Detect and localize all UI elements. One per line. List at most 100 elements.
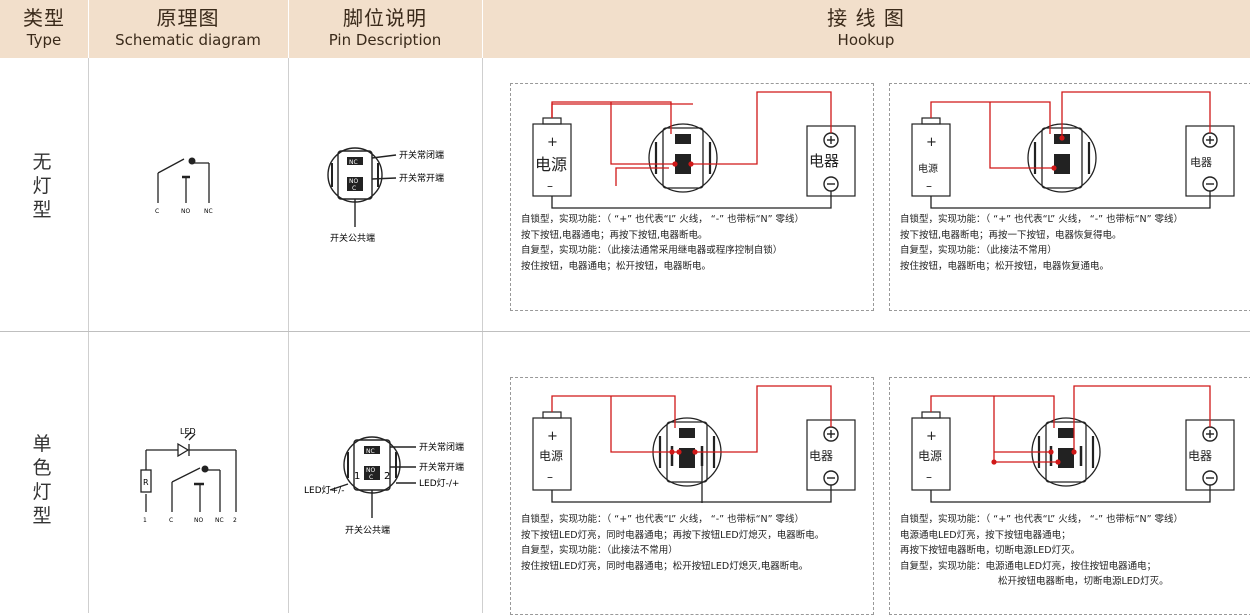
header-type-zh: 类型 — [23, 6, 65, 30]
header-schematic-zh: 原理图 — [156, 6, 220, 30]
header-type-en: Type — [26, 31, 62, 49]
c-mark: C — [352, 185, 356, 192]
description-line: 自锁型，实现功能：（ “+” 也代表“L” 火线， “-” 也带标“N” 零线） — [521, 514, 805, 525]
table-header: 类型 Type 原理图 Schematic diagram 脚位说明 Pin D… — [0, 0, 1250, 58]
row-label-char: 色 — [32, 457, 52, 479]
schematic-single-led: LED R 1 C NO NC 2 — [140, 427, 237, 524]
resistor-label: R — [143, 478, 149, 487]
description-line: 按住按钮，电器断电；松开按钮，电器恢复通电。 — [900, 260, 1110, 272]
description-line: 自锁型，实现功能：（ “+” 也代表“L” 火线， “-” 也带标“N” 零线） — [900, 214, 1184, 225]
row-label-char: 灯 — [32, 175, 52, 197]
pin-label-c: C — [169, 517, 173, 524]
hookup-description: 自锁型，实现功能：（ “+” 也代表“L” 火线， “-” 也带标“N” 零线）… — [521, 512, 824, 574]
hookup-wiring-diagram: + 电源 – 电器 — [532, 91, 856, 209]
description-line: 再按下按钮电器断电，切断电源LED灯灭。 — [900, 545, 1081, 556]
hookup-panel: + 电源 – 电器自锁型，实现功能：（ “+” 也代表“L” 火线， “-” 也带标“… — [889, 83, 1250, 311]
pin-label-c: C — [155, 208, 159, 215]
battery-plus: + — [547, 135, 558, 150]
load-label: 电器 — [1190, 156, 1212, 169]
description-line: 电源通电LED灯亮，按下按钮电器通电； — [900, 529, 1071, 541]
header-hookup-en: Hookup — [837, 31, 895, 49]
pin-1-mark: 1 — [354, 471, 360, 482]
row-label-single-led: 单 色 灯 型 — [12, 432, 72, 528]
power-label: 电源 — [918, 162, 938, 175]
label-led-right: LED灯-/+ — [419, 478, 459, 489]
load-label: 电器 — [809, 152, 839, 170]
no-mark: NO — [349, 178, 358, 185]
row-label-char: 单 — [32, 433, 52, 455]
pin-label-2: 2 — [233, 517, 237, 524]
load-label: 电器 — [809, 449, 833, 463]
battery-plus: + — [547, 429, 558, 444]
power-label: 电源 — [918, 449, 942, 463]
schematic-no-light: C NO NC — [155, 157, 213, 215]
row-label-char: 灯 — [32, 481, 52, 503]
label-no: 开关常开端 — [399, 172, 444, 184]
hookup-wiring-diagram: +电源–电器 — [532, 385, 856, 503]
nc-mark: NC — [366, 448, 375, 455]
battery-minus: – — [547, 470, 553, 484]
no-mark: NO — [366, 467, 375, 474]
pin-label-nc: NC — [215, 517, 224, 524]
pin-2-mark: 2 — [384, 471, 390, 482]
battery-terminal — [921, 117, 941, 125]
header-hookup: 接 线 图 Hookup — [482, 0, 1250, 58]
description-line: 自复型，实现功能：（此接法不常用） — [900, 245, 1057, 256]
battery-minus: – — [926, 470, 932, 484]
nc-contact — [1058, 428, 1074, 438]
hookup-description: 自锁型，实现功能：（ “+” 也代表“L” 火线， “-” 也带标“N” 零线）… — [900, 512, 1183, 590]
label-nc: 开关常闭端 — [399, 149, 444, 161]
hookup-panel: +电源–电器自锁型，实现功能：（ “+” 也代表“L” 火线， “-” 也带标“… — [889, 377, 1250, 615]
description-line: 自复型，实现功能：电源通电LED灯亮，按住按钮电器通电； — [900, 560, 1157, 572]
no-c-contact — [679, 448, 695, 468]
c-mark: C — [369, 474, 373, 481]
battery-terminal — [542, 117, 562, 125]
battery-minus: – — [547, 179, 553, 193]
description-line: 自锁型，实现功能：（ “+” 也代表“L” 火线， “-” 也带标“N” 零线） — [900, 514, 1184, 525]
description-line: 松开按钮电器断电，切断电源LED灯灭。 — [998, 576, 1169, 587]
label-com: 开关公共端 — [330, 232, 375, 244]
no-c-contact — [1054, 154, 1070, 174]
no-c-contact — [675, 154, 691, 174]
row-label-char: 型 — [32, 199, 52, 221]
battery-minus: – — [926, 179, 932, 193]
switch-body — [648, 123, 718, 193]
description-line: 按下按钮LED灯亮，同时电器通电；再按下按钮LED灯熄灭，电器断电。 — [521, 529, 825, 541]
header-hookup-zh: 接 线 图 — [827, 6, 905, 30]
label-led-left: LED灯+/- — [304, 485, 344, 496]
row-label-char: 型 — [32, 505, 52, 527]
hookup-panel: +电源–电器自锁型，实现功能：（ “+” 也代表“L” 火线， “-” 也带标“… — [510, 377, 874, 615]
description-line: 自锁型，实现功能：（ “+” 也代表“L” 火线， “-” 也带标“N” 零线） — [521, 214, 805, 225]
pin-description-no-light: NC NO C 开关常闭端 开关常开端 开关公共端 — [327, 147, 444, 244]
description-line: 自复型，实现功能：（此接法通常采用继电器或程序控制自锁） — [521, 245, 783, 256]
description-line: 按住按钮LED灯亮，同时电器通电；松开按钮LED灯熄灭,电器断电。 — [521, 560, 809, 572]
hookup-panel: + 电源 – 电器自锁型，实现功能：（ “+” 也代表“L” 火线， “-” 也带标“… — [510, 83, 874, 311]
hookup-description: 自锁型，实现功能：（ “+” 也代表“L” 火线， “-” 也带标“N” 零线）… — [900, 212, 1183, 274]
label-nc: 开关常闭端 — [419, 441, 464, 453]
battery-plus: + — [926, 135, 937, 150]
label-no: 开关常开端 — [419, 461, 464, 473]
led-label: LED — [180, 427, 196, 436]
pin-label-nc: NC — [204, 208, 213, 215]
header-type: 类型 Type — [0, 0, 88, 58]
nc-contact — [679, 428, 695, 438]
hookup-wiring-diagram: + 电源 – 电器 — [911, 91, 1235, 209]
description-line: 按下按钮,电器断电；再按一下按钮，电器恢复得电。 — [900, 229, 1122, 241]
battery-terminal — [542, 411, 562, 419]
header-pin-en: Pin Description — [328, 31, 442, 49]
nc-contact — [675, 134, 691, 144]
header-pin-zh: 脚位说明 — [343, 6, 427, 30]
hookup-description: 自锁型，实现功能：（ “+” 也代表“L” 火线， “-” 也带标“N” 零线）… — [521, 212, 804, 274]
label-com: 开关公共端 — [345, 524, 390, 536]
header-schematic-en: Schematic diagram — [115, 31, 261, 49]
nc-mark: NC — [349, 159, 358, 166]
pin-label-1: 1 — [143, 517, 147, 524]
hookup-wiring-diagram: +电源–电器 — [911, 385, 1235, 503]
switch-housing — [662, 127, 704, 189]
row-label-char: 无 — [32, 151, 52, 173]
power-label: 电源 — [535, 155, 567, 174]
load-label: 电器 — [1188, 449, 1212, 463]
pin-label-no: NO — [181, 208, 190, 215]
battery-terminal — [921, 411, 941, 419]
description-line: 按住按钮，电器通电；松开按钮，电器断电。 — [521, 260, 712, 272]
